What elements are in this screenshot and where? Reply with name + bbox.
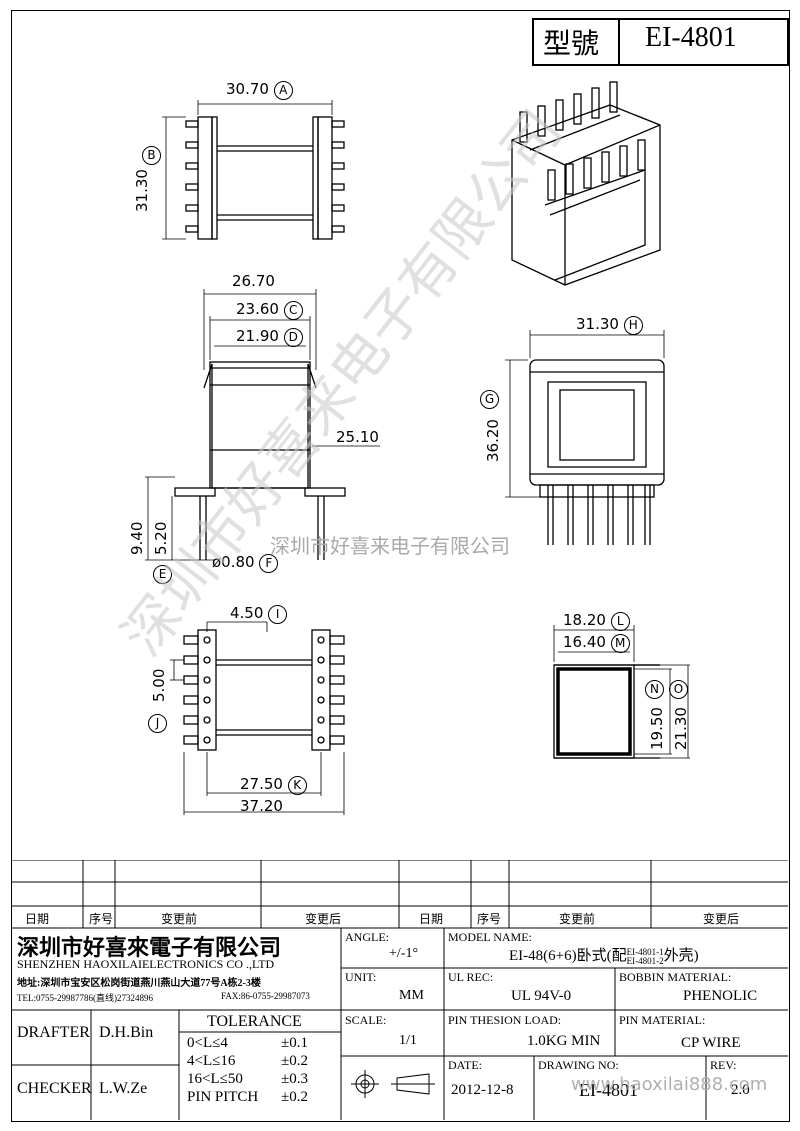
tolerance-range-2: 4<L≤16 <box>187 1053 236 1069</box>
dim-label-c: 23.60 C <box>236 300 303 320</box>
iso-view <box>511 81 661 286</box>
dim-label-m: 16.40 M <box>563 633 630 653</box>
pin-material-value: CP WIRE <box>681 1035 741 1051</box>
ul-rec-label: UL REC: <box>448 970 494 984</box>
title-divider <box>618 18 620 66</box>
dim-label-bot-w: 37.20 <box>240 797 283 815</box>
date-label: DATE: <box>448 1058 482 1072</box>
unit-value: MM <box>399 988 424 1003</box>
rev-header-date-1: 日期 <box>25 912 50 926</box>
dim-label-k: 27.50 K <box>240 775 307 795</box>
dim-label-g: 36.20 <box>484 419 502 462</box>
ul-rec-value: UL 94V-0 <box>511 988 572 1004</box>
rev-header-before-1: 变更前 <box>161 912 198 926</box>
model-name-sub1: EI-4801-1 <box>626 946 664 957</box>
dim-label-n: 19.50 <box>648 707 666 750</box>
pin-load-label: PIN THESION LOAD: <box>448 1013 562 1027</box>
model-value: EI-4801 <box>645 22 737 53</box>
rev-header-after-1: 变更后 <box>305 912 342 926</box>
dim-label-l: 18.20 L <box>563 611 630 631</box>
scale-label: SCALE: <box>345 1013 387 1027</box>
tolerance-value-1: ±0.1 <box>281 1035 308 1051</box>
dim-label-j: 5.00 <box>150 668 168 702</box>
bottom-view <box>170 621 345 815</box>
angle-label: ANGLE: <box>345 930 389 944</box>
rev-header-no-1: 序号 <box>89 912 114 926</box>
company-name-en: SHENZHEN HAOXILAIELECTRONICS CO .,LTD <box>17 957 275 971</box>
pin-material-label: PIN MATERIAL: <box>619 1013 706 1027</box>
bobbin-material-value: PHENOLIC <box>683 988 758 1004</box>
tolerance-title: TOLERANCE <box>207 1013 302 1030</box>
marker-g: G <box>480 390 499 409</box>
watermark-url: www.haoxilai888.com <box>571 1074 768 1095</box>
rev-header-no-2: 序号 <box>477 912 502 926</box>
drawing-no-value: EI-4801 <box>579 1080 638 1100</box>
checker-label: CHECKER <box>17 1080 92 1097</box>
technical-drawing <box>145 81 690 815</box>
rev-header-before-2: 变更前 <box>559 912 596 926</box>
tolerance-value-3: ±0.3 <box>281 1071 308 1087</box>
watermark-mid: 深圳市好喜来电子有限公司 <box>270 534 510 558</box>
title-block: 日期 序号 变更前 变更后 日期 序号 变更前 变更后 深圳市好喜來電子有限公司… <box>11 860 788 1120</box>
marker-o: O <box>669 680 688 699</box>
drafter-label: DRAFTER <box>17 1024 90 1041</box>
rev-header-date-2: 日期 <box>419 912 444 926</box>
title-block-grid <box>11 860 788 1120</box>
rev-header-after-2: 变更后 <box>703 912 740 926</box>
company-tel: TEL:0755-29987786(直线)27324896 <box>17 993 153 1003</box>
model-label: 型號 <box>543 27 600 60</box>
dim-label-a: 30.70 A <box>226 80 293 100</box>
model-title-box <box>532 18 789 66</box>
dim-label-f: ø0.80 F <box>212 553 279 573</box>
drawing-no-label: DRAWING NO: <box>538 1058 619 1072</box>
side-view <box>505 330 665 545</box>
projection-symbol-icon <box>351 1070 435 1098</box>
dim-label-top-w: 26.70 <box>232 272 275 290</box>
core-view <box>553 625 690 759</box>
top-view <box>162 100 345 240</box>
company-fax: FAX:86-0755-29987073 <box>221 991 310 1001</box>
marker-e: E <box>153 565 172 584</box>
angle-value: +/-1° <box>389 946 419 961</box>
dim-label-o: 21.30 <box>672 707 690 750</box>
rev-label: REV: <box>710 1058 737 1072</box>
tolerance-range-3: 16<L≤50 <box>187 1071 243 1087</box>
pin-load-value: 1.0KG MIN <box>527 1033 601 1049</box>
company-name-cn: 深圳市好喜來電子有限公司 <box>17 935 282 961</box>
model-name-sub2: EI-4801-2 <box>626 955 664 966</box>
drafter-value: D.H.Bin <box>99 1024 154 1041</box>
date-value: 2012-12-8 <box>451 1082 514 1098</box>
dim-label-b: 31.30 <box>133 169 151 212</box>
dim-label-h1: 25.10 <box>336 428 379 446</box>
tolerance-range-1: 0<L≤4 <box>187 1035 228 1051</box>
checker-value: L.W.Ze <box>99 1080 148 1097</box>
marker-j: J <box>148 714 167 733</box>
dim-label-i: 4.50 I <box>230 604 288 624</box>
tolerance-value-4: ±0.2 <box>281 1089 308 1105</box>
dim-label-d: 21.90 D <box>236 327 303 347</box>
drawing-frame <box>11 10 790 1122</box>
marker-n: N <box>645 680 664 699</box>
tolerance-range-4: PIN PITCH <box>187 1089 259 1105</box>
bobbin-material-label: BOBBIN MATERIAL: <box>619 970 732 984</box>
dim-label-h: 31.30 H <box>576 315 643 335</box>
dim-label-e1: 9.40 <box>128 521 146 555</box>
tolerance-value-2: ±0.2 <box>281 1053 308 1069</box>
company-address: 地址:深圳市宝安区松岗街道燕川燕山大道77号A栋2-3楼 <box>17 978 261 989</box>
front-view <box>145 289 380 561</box>
marker-b: B <box>142 146 161 165</box>
unit-label: UNIT: <box>345 970 377 984</box>
rev-value: 2.0 <box>731 1082 750 1098</box>
model-name-label: MODEL NAME: <box>448 930 532 944</box>
scale-value: 1/1 <box>399 1033 417 1048</box>
